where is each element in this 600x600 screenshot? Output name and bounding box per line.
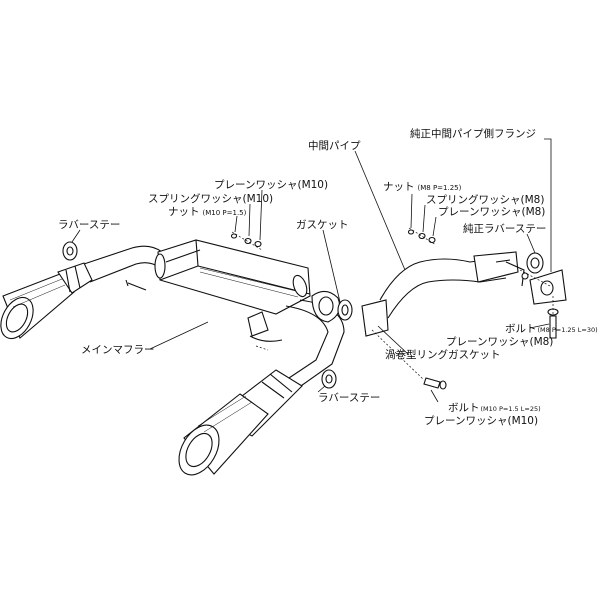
spring-washer-m10-label: スプリングワッシャ(M10) — [148, 192, 273, 205]
genuine-rubber-stay-part — [526, 252, 544, 274]
mid-pipe-part — [361, 251, 525, 337]
spring-washer-m8-label: スプリングワッシャ(M8) — [426, 193, 544, 206]
genuine-flange-part — [521, 269, 567, 305]
rubber-stay-left-label: ラバーステー — [58, 219, 120, 231]
plain-washer-m10-bottom-label: プレーンワッシャ(M10) — [424, 415, 538, 427]
rubber-stay-bottom-label: ラバーステー — [318, 392, 380, 404]
gasket-part — [311, 290, 353, 323]
assembly-lines — [231, 227, 554, 381]
right-tail-pipe — [178, 299, 345, 476]
labels: 純正中間パイプ側フランジ 中間パイプ プレーンワッシャ(M10) スプリングワッ… — [58, 127, 598, 427]
rubber-stay-bottom-part — [321, 369, 337, 389]
bolt-m10-part — [423, 377, 447, 390]
nut-m10-label: ナット(M10 P=1.5) — [168, 206, 247, 218]
nut-m8-label: ナット(M8 P=1.25) — [383, 181, 462, 193]
mid-pipe-label: 中間パイプ — [308, 139, 361, 152]
left-tail-pipe — [0, 245, 163, 340]
plain-washer-m10-top-label: プレーンワッシャ(M10) — [214, 179, 328, 191]
main-muffler-body — [125, 239, 311, 342]
bolt-m8-label: ボルト(M8 P=1.25 L=30) — [505, 323, 598, 335]
main-muffler-label: メインマフラー — [81, 344, 155, 356]
rubber-stay-left-part — [62, 241, 78, 261]
genuine-rubber-stay-label: 純正ラバーステー — [463, 222, 546, 235]
plain-washer-m8-top-label: プレーンワッシャ(M8) — [438, 206, 545, 218]
gasket-label: ガスケット — [296, 219, 349, 231]
bolt-m10-label: ボルト(M10 P=1.5 L=25) — [448, 402, 541, 414]
ring-gasket-label: 渦巻型リングガスケット — [385, 348, 501, 361]
flange-label: 純正中間パイプ側フランジ — [410, 127, 536, 140]
plain-washer-m8-bottom-label: プレーンワッシャ(M8) — [446, 336, 553, 348]
hardware-m8-top — [407, 229, 436, 244]
leader-lines — [71, 138, 552, 403]
